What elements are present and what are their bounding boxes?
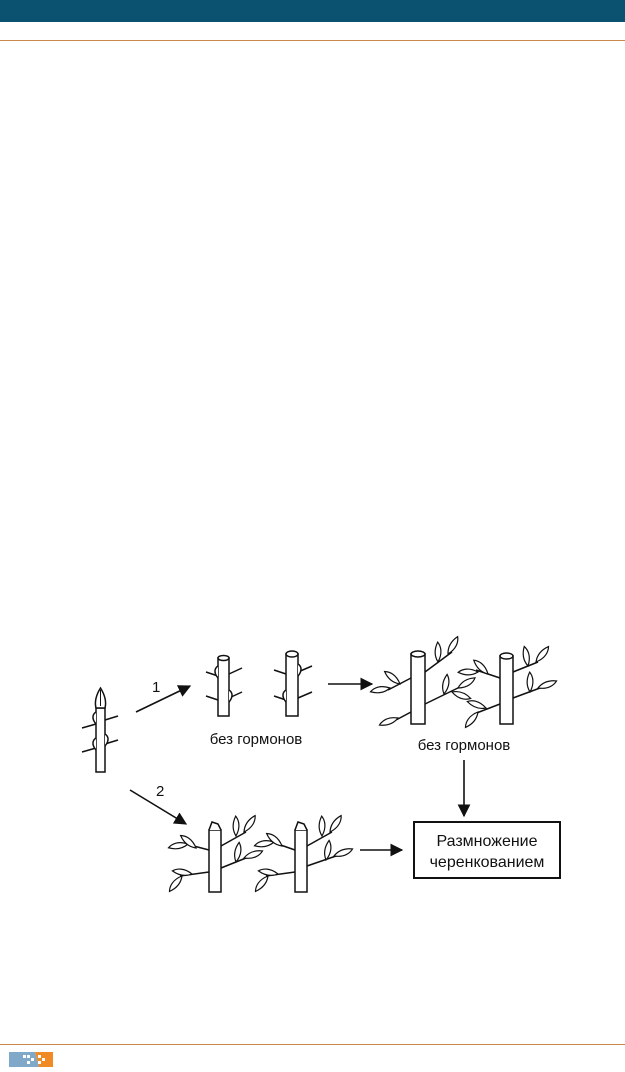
result-box: Размножение черенкованием [413,821,561,879]
cutting-lower-a [166,814,264,893]
footer-rule [0,1044,625,1045]
label-path-1: 1 [152,679,160,696]
grown-cutting-b [457,645,558,729]
header-rule [0,40,625,41]
arrow-path-2 [129,789,188,825]
caption-no-hormones-2: без гормонов [418,737,511,754]
cutting-upper-b [273,650,313,717]
cutting-lower-b [252,814,354,893]
caption-no-hormones-1: без гормонов [210,731,303,748]
cutting-propagation-diagram: 1 2 без гормонов [81,635,561,893]
label-path-2: 2 [156,783,164,800]
publisher-logo-icon [9,1052,53,1067]
header-band [0,0,625,22]
arrow-path-1 [135,685,192,713]
result-line-2: черенкованием [430,854,545,871]
cutting-upper-a [205,654,243,717]
source-shoot [81,686,119,773]
result-line-1: Размножение [436,833,537,850]
grown-cutting-a [369,635,476,731]
